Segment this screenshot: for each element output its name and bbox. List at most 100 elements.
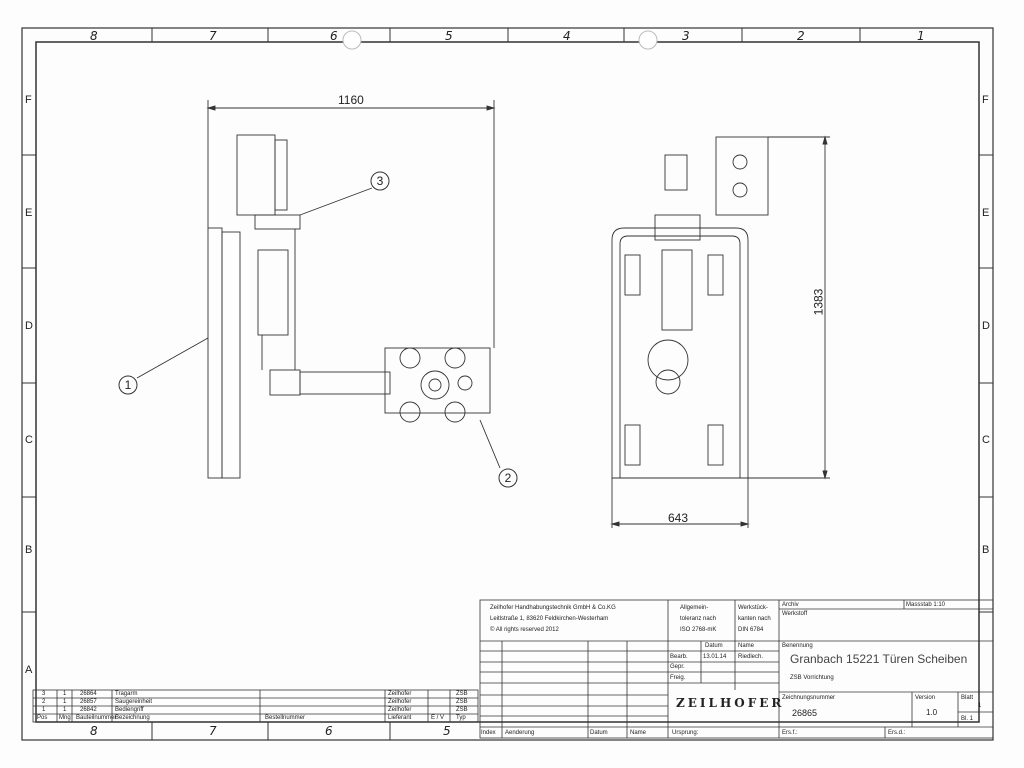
drawn-date: 13.01.14	[703, 654, 727, 660]
zone-label-bottom: 5	[443, 724, 451, 738]
tolerance-line: ISO 2768-mK	[680, 627, 717, 633]
drawing-number: 26865	[792, 708, 818, 718]
punch-hole	[638, 30, 658, 50]
balloon-3	[370, 171, 390, 191]
name-header: Name	[738, 643, 755, 649]
description: Bediengriff	[115, 707, 144, 713]
outer-frame	[21, 27, 994, 741]
qty: 1	[63, 707, 67, 713]
header-ev: E / V	[431, 715, 445, 721]
balloon-label: 1	[124, 378, 132, 392]
edges-line: kanten nach	[738, 616, 771, 622]
drawn-by-name: Riedlech.	[738, 654, 764, 660]
zone-label-bottom: 6	[325, 724, 333, 738]
drawn-by-label: Bearb.	[670, 654, 688, 660]
supplier: Zeilhofer	[388, 699, 412, 705]
zone-label-side: C	[982, 434, 990, 446]
replaced-by-label: Ers.d.:	[888, 730, 906, 736]
zone-label-side: B	[982, 544, 990, 556]
sheet-label: Blatt	[961, 695, 974, 701]
company-address: Leitlstraße 1, 83620 Feldkirchen-Westerh…	[490, 616, 609, 622]
balloon-label: 3	[376, 174, 384, 188]
header-order-number: Bestellnummer	[265, 715, 306, 721]
version: 1.0	[926, 708, 938, 717]
header-part-number: Bauteilnummer	[76, 715, 117, 721]
balloon-1	[118, 375, 138, 395]
zone-label-side: F	[982, 94, 989, 106]
header-pos: Pos	[37, 715, 48, 721]
part-number: 26864	[80, 691, 97, 697]
zone-label-top: 8	[90, 29, 98, 43]
drawing-title: Granbach 15221 Türen Scheiben	[790, 652, 968, 666]
version-label: Version	[915, 695, 936, 701]
description: Saugereinheit	[115, 699, 153, 705]
type: ZSB	[456, 691, 468, 697]
dimension-width-side: 1160	[338, 93, 364, 107]
title-block-lines	[479, 599, 994, 739]
balloon-2	[498, 468, 518, 488]
supplier: Zeilhofer	[388, 691, 412, 697]
tolerance-line: toleranz nach	[680, 616, 717, 622]
pos: 3	[42, 691, 46, 697]
copyright: © All rights reserved 2012	[490, 627, 559, 633]
drawing-subtitle: ZSB Vorrichtung	[790, 675, 834, 681]
front-view	[610, 135, 830, 528]
zone-label-bottom: 7	[209, 724, 217, 738]
checked-label: Gepr.	[670, 664, 685, 670]
designation-label: Benennung	[782, 643, 813, 649]
origin-label: Ursprung:	[672, 730, 699, 736]
zone-label-top: 2	[797, 29, 805, 43]
balloon-label: 2	[504, 471, 512, 485]
index-header: Index	[481, 730, 496, 736]
qty: 1	[63, 691, 67, 697]
zone-label-side: E	[982, 207, 990, 219]
change-header: Aenderung	[505, 730, 535, 736]
released-label: Freig.	[670, 675, 686, 681]
description: Tragarm	[115, 691, 138, 697]
type: ZSB	[456, 699, 468, 705]
type: ZSB	[456, 707, 468, 713]
zone-label-side: A	[25, 664, 33, 676]
tolerance-line: Allgemein-	[680, 605, 709, 611]
archiv-label: Archiv	[782, 602, 799, 608]
qty: 1	[63, 699, 67, 705]
zone-label-side: C	[25, 434, 33, 446]
change-name-header: Name	[630, 730, 647, 736]
sheet-number: 1	[978, 703, 982, 709]
dimension-height-front: 1383	[811, 288, 826, 316]
header-qty: Mng	[59, 715, 71, 721]
zone-ticks	[22, 28, 993, 740]
edges-line: DIN 6784	[738, 627, 764, 633]
parts-list-lines	[32, 689, 479, 723]
zone-label-side: E	[25, 207, 33, 219]
part-number: 26857	[80, 699, 97, 705]
zone-label-bottom: 8	[90, 724, 98, 738]
side-view	[136, 100, 501, 479]
zone-label-top: 3	[682, 29, 690, 43]
supplier: Zeilhofer	[388, 707, 412, 713]
sheet-count: Bl. 1	[961, 716, 974, 722]
material-label: Werkstoff	[782, 611, 808, 617]
replaces-label: Ers.f.:	[782, 730, 798, 736]
change-date-header: Datum	[590, 730, 608, 736]
scale-label: Massstab 1:10	[906, 602, 946, 608]
zone-label-top: 5	[445, 29, 453, 43]
date-header: Datum	[705, 643, 723, 649]
zone-label-top: 7	[209, 29, 217, 43]
edges-line: Werkstück-	[738, 605, 768, 611]
zone-label-top: 1	[917, 29, 925, 43]
zone-label-side: D	[25, 320, 33, 332]
zone-label-top: 6	[330, 29, 338, 43]
company-logo: ZEILHOFER	[676, 696, 785, 710]
pos: 2	[42, 699, 46, 705]
pos: 1	[42, 707, 46, 713]
zone-label-top: 4	[563, 29, 571, 43]
drawing-number-label: Zeichnungsnummer	[782, 695, 836, 701]
punch-hole	[342, 30, 362, 50]
company-name: Zeilhofer Handhabungstechnik GmbH & Co.K…	[490, 605, 616, 611]
header-type: Typ	[456, 715, 466, 721]
zone-label-side: B	[25, 544, 33, 556]
zone-label-side: F	[25, 94, 32, 106]
